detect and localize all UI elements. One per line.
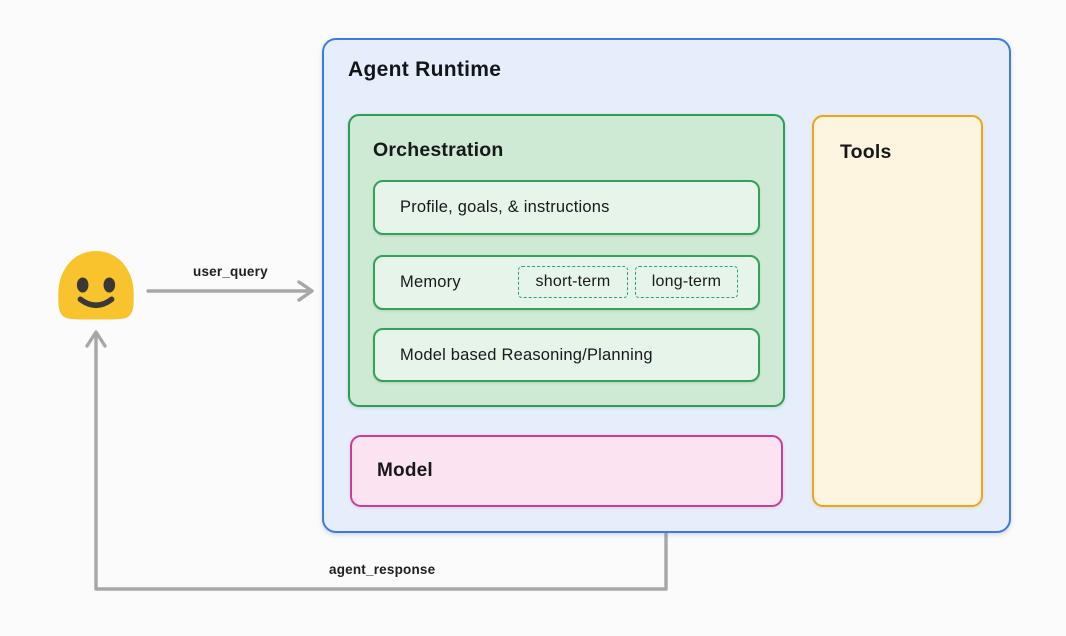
model-based-reasoning-box: Model based Reasoning/Planning bbox=[373, 328, 760, 382]
model-based-reasoning-label: Model based Reasoning/Planning bbox=[400, 345, 653, 364]
profile-goals-instructions-box: Profile, goals, & instructions bbox=[373, 180, 760, 235]
orchestration-title: Orchestration bbox=[373, 139, 504, 161]
user-smiley-icon bbox=[58, 250, 134, 320]
profile-goals-instructions-label: Profile, goals, & instructions bbox=[400, 198, 610, 216]
user-query-label: user_query bbox=[193, 264, 268, 279]
user-query-arrowhead bbox=[297, 280, 314, 302]
model-box: Model bbox=[350, 435, 783, 507]
memory-tag-long-term: long-term bbox=[635, 266, 738, 298]
memory-label: Memory bbox=[400, 273, 461, 291]
agent-response-label: agent_response bbox=[329, 562, 436, 577]
agent-response-arrowhead bbox=[85, 330, 107, 348]
tools-box: Tools bbox=[812, 115, 983, 507]
model-label: Model bbox=[377, 460, 433, 481]
memory-box: Memory bbox=[373, 255, 760, 310]
agent-runtime-title: Agent Runtime bbox=[348, 58, 502, 81]
tools-label: Tools bbox=[840, 141, 892, 163]
memory-tag-short-term: short-term bbox=[518, 266, 628, 298]
